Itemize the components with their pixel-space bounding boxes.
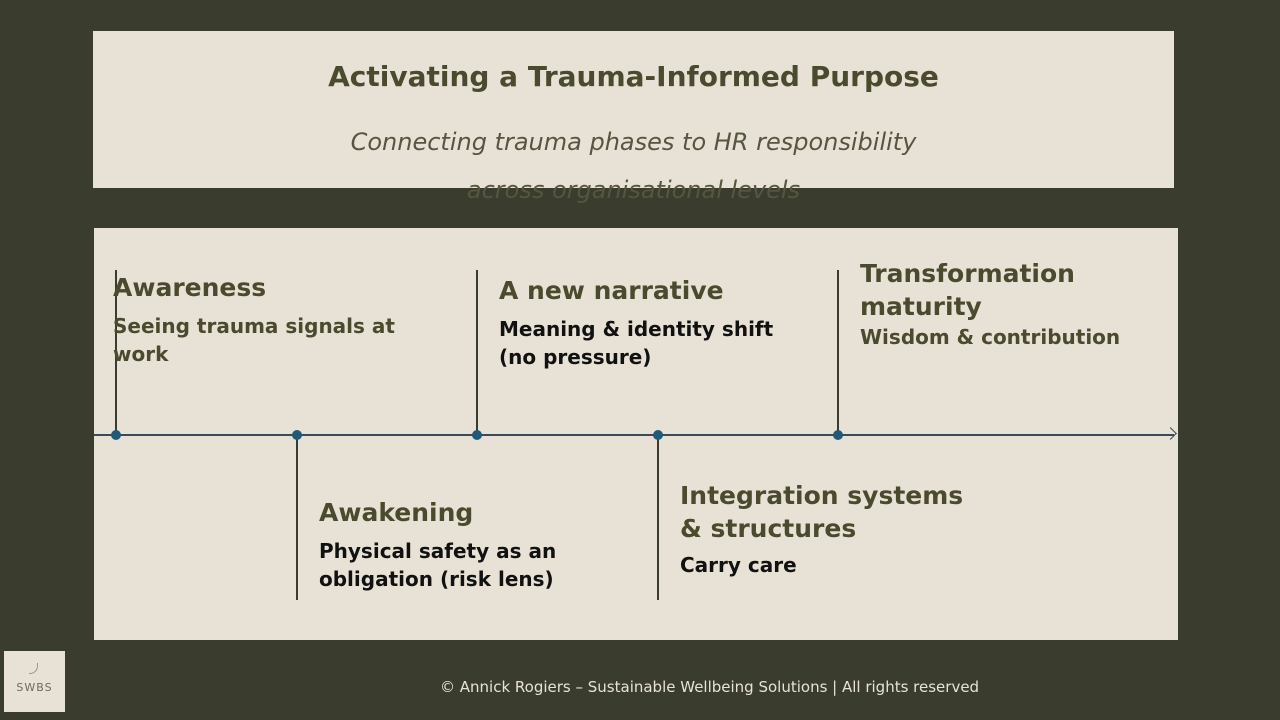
subtitle-line-1: Connecting trauma phases to HR responsib… — [350, 128, 917, 156]
event-awakening: Awakening Physical safety as an obligati… — [319, 496, 579, 593]
timeline-panel: Awareness Seeing trauma signals at work … — [94, 228, 1178, 640]
milestone-dot — [292, 430, 302, 440]
event-title: A new narrative — [499, 276, 724, 305]
subtitle-line-2: across organisational levels — [466, 176, 801, 204]
event-description: Physical safety as an obligation (risk l… — [319, 539, 557, 591]
event-title: Integration systems & structures — [680, 481, 964, 543]
logo-text: SWBS — [16, 681, 53, 694]
milestone-dot — [111, 430, 121, 440]
event-title: Transformation maturity — [860, 259, 1075, 321]
event-description: Carry care — [680, 553, 797, 577]
connector-line — [657, 435, 659, 600]
event-awareness: Awareness Seeing trauma signals at work — [113, 271, 403, 368]
slide-title: Activating a Trauma-Informed Purpose — [328, 60, 939, 93]
event-description: Seeing trauma signals at work — [113, 314, 395, 366]
copyright-footer: © Annick Rogiers – Sustainable Wellbeing… — [440, 678, 980, 696]
timeline-axis — [94, 434, 1174, 436]
event-description: Wisdom & contribution — [860, 325, 1121, 349]
event-description: Meaning & identity shift (no pressure) — [499, 317, 774, 369]
logo-mark-icon — [29, 663, 38, 674]
milestone-dot — [653, 430, 663, 440]
event-title: Awareness — [113, 273, 267, 302]
milestone-dot — [833, 430, 843, 440]
event-new-narrative: A new narrative Meaning & identity shift… — [499, 274, 789, 371]
connector-line — [115, 270, 117, 435]
header-panel: Activating a Trauma-Informed Purpose Con… — [93, 31, 1174, 204]
arrow-head-icon — [1164, 427, 1177, 440]
event-title: Awakening — [319, 498, 474, 527]
connector-line — [837, 270, 839, 435]
connector-line — [476, 270, 478, 435]
swbs-logo: SWBS — [4, 651, 65, 712]
slide-subtitle: Connecting trauma phases to HR responsib… — [93, 118, 1174, 214]
connector-line — [296, 435, 298, 600]
event-transformation: Transformation maturity Wisdom & contrib… — [860, 257, 1150, 351]
event-integration: Integration systems & structures Carry c… — [680, 479, 970, 579]
milestone-dot — [472, 430, 482, 440]
